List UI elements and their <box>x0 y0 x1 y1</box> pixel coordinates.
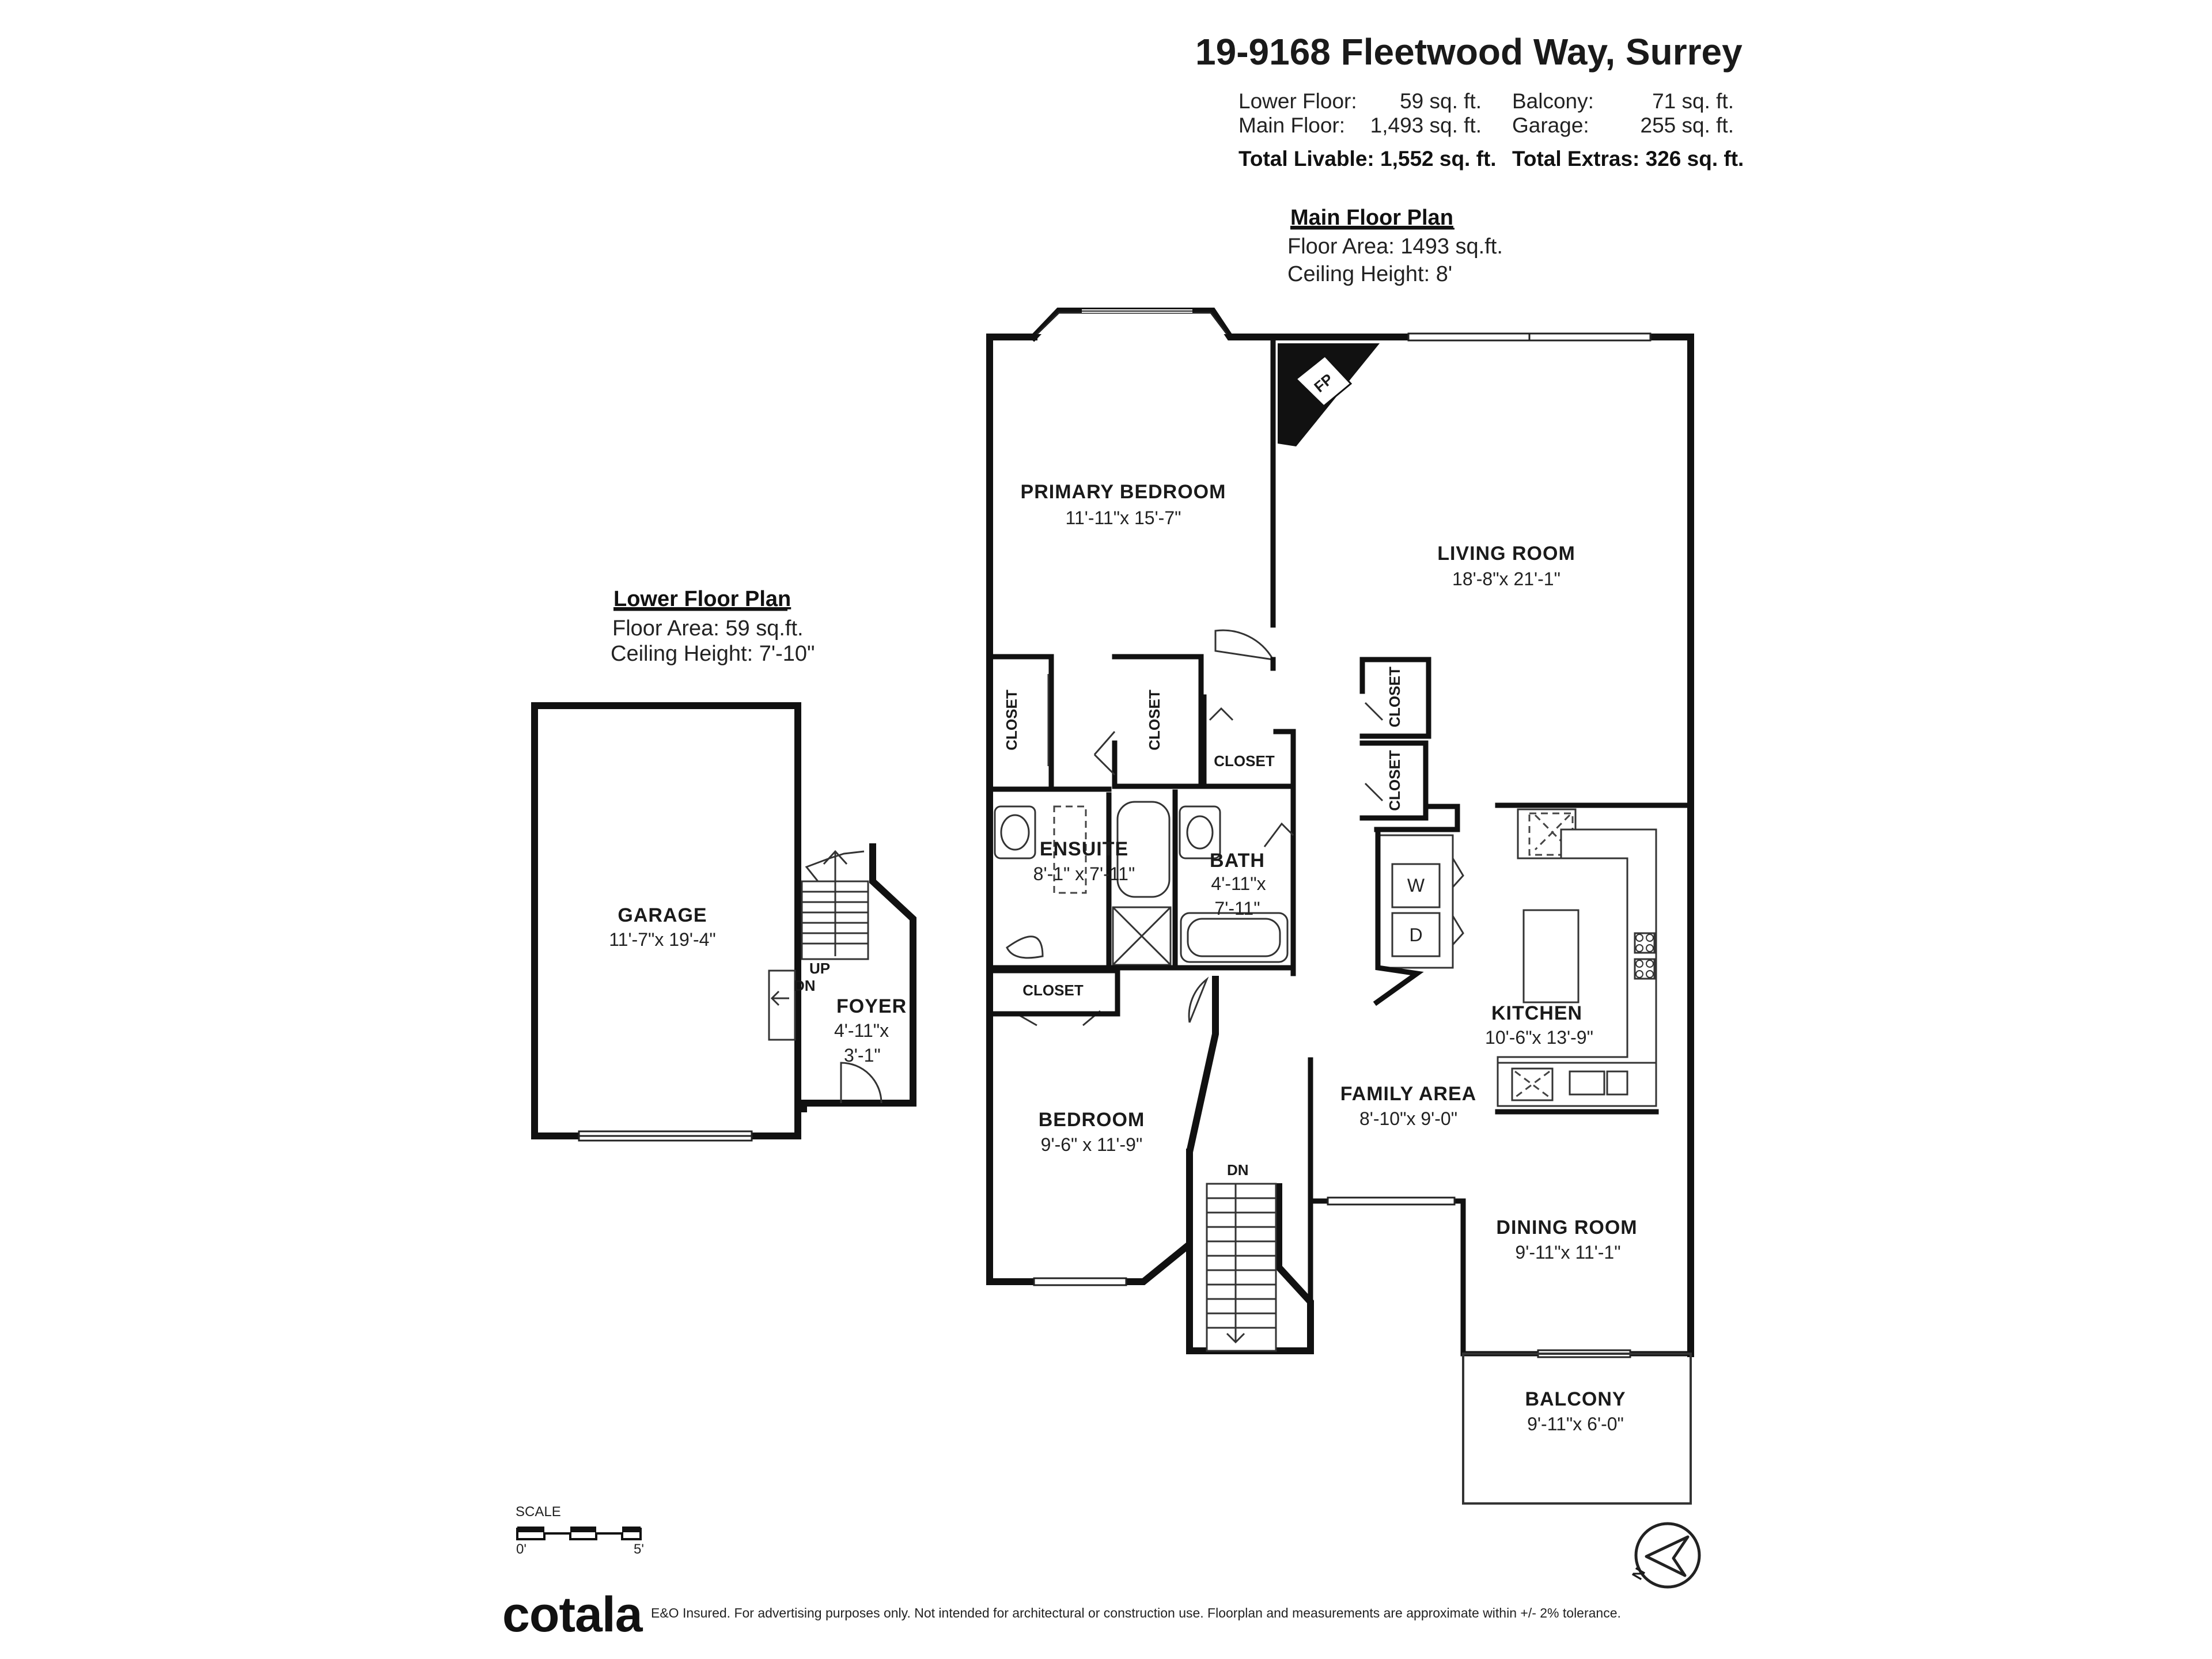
primary-bedroom-dims: 11'-11"x 15'-7" <box>1066 507 1181 528</box>
closet-label-3: CLOSET <box>1214 752 1275 770</box>
dryer-label: D <box>1409 925 1422 945</box>
closet-label-4: CLOSET <box>1386 666 1403 728</box>
dining-room-dims: 9'-11"x 11'-1" <box>1515 1242 1620 1263</box>
address-title: 19-9168 Fleetwood Way, Surrey <box>1195 31 1743 73</box>
balcony-value: 71 sq. ft. <box>1652 89 1734 113</box>
bedroom-name: BEDROOM <box>1039 1109 1145 1131</box>
main-floor-area: Floor Area: 1493 sq.ft. <box>1287 234 1503 259</box>
scale-start: 0' <box>516 1541 527 1557</box>
kitchen-name: KITCHEN <box>1491 1002 1582 1024</box>
kitchen-fixtures <box>1497 808 1657 1107</box>
stairs-up-label: UP <box>809 960 830 977</box>
cotala-logo: cotala <box>502 1587 643 1642</box>
washer-label: W <box>1407 875 1425 896</box>
bath-dims-2: 7'-11" <box>1214 898 1260 919</box>
foyer-dims-1: 4'-11"x <box>834 1020 889 1041</box>
garage-name: GARAGE <box>618 904 707 926</box>
lower-floor-value: 59 sq. ft. <box>1400 89 1482 113</box>
main-stairs <box>1186 1149 1314 1354</box>
lower-floor-area: Floor Area: 59 sq.ft. <box>612 616 804 641</box>
closet-label-1: CLOSET <box>1003 690 1020 751</box>
ensuite-name: ENSUITE <box>1040 838 1128 860</box>
balcony-label: Balcony: <box>1512 89 1594 113</box>
stairs-down-label-foyer: DN <box>794 977 816 994</box>
balcony-dims: 9'-11"x 6'-0" <box>1527 1414 1624 1434</box>
ensuite-dims: 8'-1" x 7'-11" <box>1033 863 1135 884</box>
garage-value: 255 sq. ft. <box>1641 113 1734 137</box>
closet-label-6: CLOSET <box>1022 982 1084 999</box>
lower-floor-label: Lower Floor: <box>1238 89 1357 113</box>
main-floor-title: Main Floor Plan <box>1290 206 1453 230</box>
stairs-down-label: DN <box>1227 1161 1249 1179</box>
family-area-name: FAMILY AREA <box>1340 1083 1476 1105</box>
main-floor-plan: FP <box>986 308 1694 1505</box>
garage-dims: 11'-7"x 19'-4" <box>609 929 716 950</box>
total-extras: Total Extras: 326 sq. ft. <box>1512 147 1744 171</box>
total-livable: Total Livable: 1,552 sq. ft. <box>1238 147 1497 171</box>
foyer-name: FOYER <box>836 995 907 1017</box>
family-area-dims: 8'-10"x 9'-0" <box>1359 1108 1457 1129</box>
closet-label-2: CLOSET <box>1146 690 1163 751</box>
lower-floor-ceiling: Ceiling Height: 7'-10" <box>611 642 815 666</box>
main-floor-ceiling: Ceiling Height: 8' <box>1287 262 1452 286</box>
main-floor-label: Main Floor: <box>1238 113 1345 137</box>
kitchen-dims: 10'-6"x 13'-9" <box>1485 1027 1593 1048</box>
north-compass-icon: N <box>1628 1522 1701 1589</box>
ensuite-fixtures <box>994 792 1172 968</box>
lower-floor-title: Lower Floor Plan <box>613 587 791 611</box>
lower-floor-plan: UP DN FOYER 4'-11"x 3'-1" GARAGE 11'-7"x… <box>531 702 916 1142</box>
bay-window <box>1036 309 1228 335</box>
bath-fixtures <box>1179 805 1294 963</box>
room-labels: PRIMARY BEDROOM 11'-11"x 15'-7" LIVING R… <box>1003 481 1637 1434</box>
bath-dims-1: 4'-11"x <box>1211 873 1266 894</box>
garage-label: Garage: <box>1512 113 1589 137</box>
lower-floor-heading: Lower Floor Plan Floor Area: 59 sq.ft. C… <box>611 587 815 666</box>
foyer-stairs <box>801 850 869 960</box>
footer: cotala E&O Insured. For advertising purp… <box>502 1587 1621 1642</box>
closet-label-5: CLOSET <box>1386 750 1403 811</box>
scale-end: 5' <box>634 1541 644 1557</box>
main-floor-heading: Main Floor Plan Floor Area: 1493 sq.ft. … <box>1287 206 1503 286</box>
header: 19-9168 Fleetwood Way, Surrey Lower Floo… <box>1195 31 1744 171</box>
primary-bedroom-name: PRIMARY BEDROOM <box>1021 481 1226 503</box>
scale-label: SCALE <box>516 1504 561 1520</box>
disclaimer-text: E&O Insured. For advertising purposes on… <box>651 1605 1621 1620</box>
main-floor-value: 1,493 sq. ft. <box>1370 113 1482 137</box>
living-room-dims: 18'-8"x 21'-1" <box>1452 569 1560 589</box>
dining-room-name: DINING ROOM <box>1496 1217 1637 1238</box>
scale-bar: SCALE 0' 5' <box>516 1504 644 1557</box>
balcony-name: BALCONY <box>1525 1388 1626 1410</box>
foyer-dims-2: 3'-1" <box>844 1045 881 1066</box>
living-room-name: LIVING ROOM <box>1437 543 1575 565</box>
bedroom-dims: 9'-6" x 11'-9" <box>1041 1134 1143 1155</box>
bath-name: BATH <box>1210 850 1265 872</box>
balcony-outline <box>1462 1353 1692 1505</box>
